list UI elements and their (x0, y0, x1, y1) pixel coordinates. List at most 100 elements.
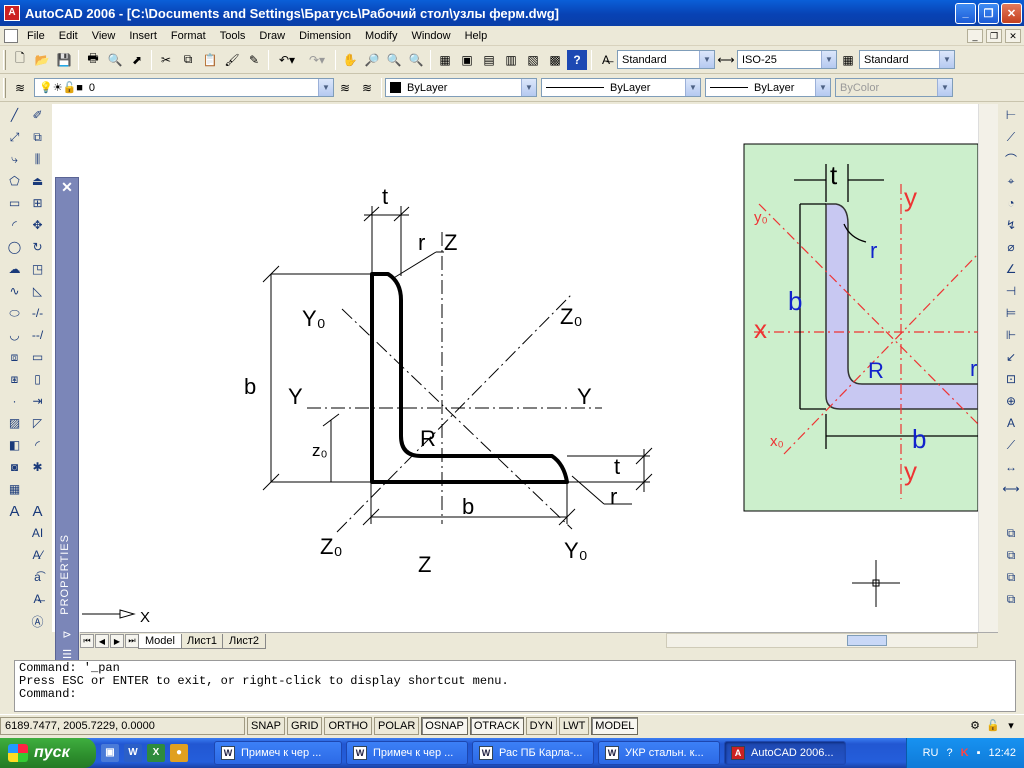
restore-button[interactable]: ❐ (978, 2, 999, 24)
multiline-text-icon[interactable]: A (9, 502, 20, 520)
undo-icon[interactable]: ↶▾ (278, 52, 296, 67)
dim-style-icon[interactable]: ⟷ (717, 52, 735, 67)
rectangle-icon[interactable]: ▭ (8, 196, 21, 210)
circle-icon[interactable]: ◯ (7, 240, 22, 254)
dim-style-select[interactable]: ISO-25▼ (737, 50, 837, 69)
help-icon[interactable]: ? (567, 49, 587, 70)
doc-close-icon[interactable]: ✕ (1005, 28, 1021, 43)
line-icon[interactable]: ╱ (10, 108, 19, 122)
communication-center-icon[interactable]: ⚙ (970, 720, 980, 732)
properties-palette[interactable]: ✕ PROPERTIES ⊳ ☰ (55, 177, 79, 671)
layer-previous-icon[interactable]: ≋ (361, 80, 373, 95)
paste-icon[interactable]: 📋 (202, 52, 218, 67)
redo-icon[interactable]: ↷▾ (308, 52, 326, 67)
erase-icon[interactable]: ✐ (32, 108, 43, 122)
properties-icon[interactable]: ▦ (439, 52, 451, 67)
radius-icon[interactable]: ◔ (1007, 196, 1015, 210)
explode-icon[interactable]: ✱ (32, 460, 43, 474)
stretch-icon[interactable]: ◺ (32, 284, 43, 298)
menu-file[interactable]: File (27, 29, 45, 42)
region-icon[interactable]: ◙ (10, 460, 19, 474)
palette-menu-icon[interactable]: ☰ (62, 649, 72, 661)
extend-icon[interactable]: --/ (31, 328, 44, 342)
dimension-text-edit-icon[interactable]: ⟋ (1006, 437, 1016, 452)
polygon-icon[interactable]: ⬠ (9, 174, 20, 188)
chamfer-icon[interactable]: ◸ (32, 416, 43, 430)
rotate-icon[interactable]: ↻ (32, 240, 43, 254)
osnap-toggle[interactable]: OSNAP (421, 716, 468, 735)
linear-dimension-icon[interactable]: ⊢ (1005, 108, 1017, 122)
ellipse-arc-icon[interactable]: ◡ (9, 328, 20, 342)
scroll-thumb[interactable] (847, 635, 887, 646)
center-mark-icon[interactable]: ⊕ (1005, 394, 1017, 408)
last-tab-icon[interactable]: ⏭ (125, 634, 139, 648)
first-tab-icon[interactable]: ⏮ (80, 634, 94, 648)
quicklaunch-word-icon[interactable]: W (124, 744, 142, 762)
revision-cloud-icon[interactable]: ☁ (8, 262, 21, 276)
command-window-grip[interactable] (0, 660, 14, 712)
menu-help[interactable]: Help (464, 29, 488, 42)
copy-icon[interactable]: ⧉ (183, 52, 193, 66)
bring-above-icon[interactable]: ⧉ (1006, 569, 1016, 584)
pan-realtime-icon[interactable]: ✋ (342, 52, 358, 67)
arc-length-icon[interactable]: ⌒ (1004, 152, 1017, 167)
polyline-icon[interactable]: ⤷ (11, 151, 18, 166)
tab-model[interactable]: Model (138, 633, 182, 649)
menu-window[interactable]: Window (411, 29, 451, 42)
toolbar-grip[interactable] (3, 49, 6, 70)
find-replace-icon[interactable]: a͡ (34, 570, 41, 584)
block-editor-icon[interactable]: ✎ (248, 52, 260, 67)
fillet-icon[interactable]: ◜ (35, 438, 40, 452)
model-toggle[interactable]: MODEL (591, 716, 639, 735)
chevron-down-icon[interactable]: ▼ (521, 79, 536, 96)
quicklaunch-excel-icon[interactable]: X (147, 744, 165, 762)
zoom-window-icon[interactable]: 🔍 (386, 52, 402, 67)
table-style-select[interactable]: Standard▼ (859, 50, 955, 69)
vertical-scrollbar[interactable] (978, 104, 998, 632)
text-style-icon[interactable]: A̶ (601, 52, 610, 67)
dimension-edit-icon[interactable]: A (1006, 416, 1015, 430)
plot-preview-icon[interactable]: 🔍 (107, 52, 123, 67)
menu-format[interactable]: Format (170, 29, 206, 42)
next-tab-icon[interactable]: ▶ (110, 634, 124, 648)
text-single-icon[interactable]: AI (31, 526, 44, 540)
text-style-tool-icon[interactable]: A̶ (33, 592, 42, 606)
text-style-select[interactable]: Standard▼ (617, 50, 715, 69)
join-icon[interactable]: ⇥ (32, 394, 43, 408)
menu-modify[interactable]: Modify (365, 29, 398, 42)
open-icon[interactable]: 📂 (34, 52, 50, 67)
continue-icon[interactable]: ⊩ (1005, 328, 1017, 342)
bring-to-front-icon[interactable]: ⧉ (1006, 525, 1016, 540)
chevron-down-icon[interactable]: ▼ (318, 79, 333, 96)
trim-icon[interactable]: -/- (31, 306, 44, 320)
spline-icon[interactable]: ∿ (9, 284, 20, 298)
mirror-icon[interactable]: ⫼ (34, 151, 41, 166)
design-center-icon[interactable]: ▣ (461, 52, 473, 67)
ordinate-icon[interactable]: ⌖ (1007, 173, 1015, 188)
menu-dimension[interactable]: Dimension (299, 29, 352, 42)
match-properties-icon[interactable]: 🖌 (224, 52, 240, 67)
chevron-down-icon[interactable]: ▼ (699, 51, 714, 68)
break-icon[interactable]: ▯ (34, 372, 41, 386)
coordinates-display[interactable]: 6189.7477, 2005.7229, 0.0000 (0, 716, 245, 735)
zoom-realtime-icon[interactable]: 🔎 (364, 52, 380, 67)
lock-icon[interactable]: 🔓 (986, 720, 1000, 732)
lineweight-select[interactable]: ByLayer▼ (705, 78, 831, 97)
insert-block-icon[interactable]: ⧈ (10, 349, 19, 364)
prev-tab-icon[interactable]: ◀ (95, 634, 109, 648)
doc-restore-icon[interactable]: ❐ (986, 28, 1002, 43)
make-block-icon[interactable]: ⧆ (10, 371, 19, 386)
close-icon[interactable]: ✕ (61, 179, 73, 195)
plot-icon[interactable]: 🖶 (87, 51, 99, 65)
jogged-icon[interactable]: ↯ (1005, 218, 1017, 232)
autocad-app-icon[interactable]: A (4, 5, 20, 21)
layer-manager-icon[interactable]: ≋ (14, 80, 26, 95)
quick-leader-icon[interactable]: ↙ (1005, 350, 1017, 364)
doc-minimize-icon[interactable]: _ (967, 28, 983, 43)
hatch-icon[interactable]: ▨ (8, 416, 21, 430)
layer-select[interactable]: 💡☀🔓■ 0 ▼ (34, 78, 334, 97)
